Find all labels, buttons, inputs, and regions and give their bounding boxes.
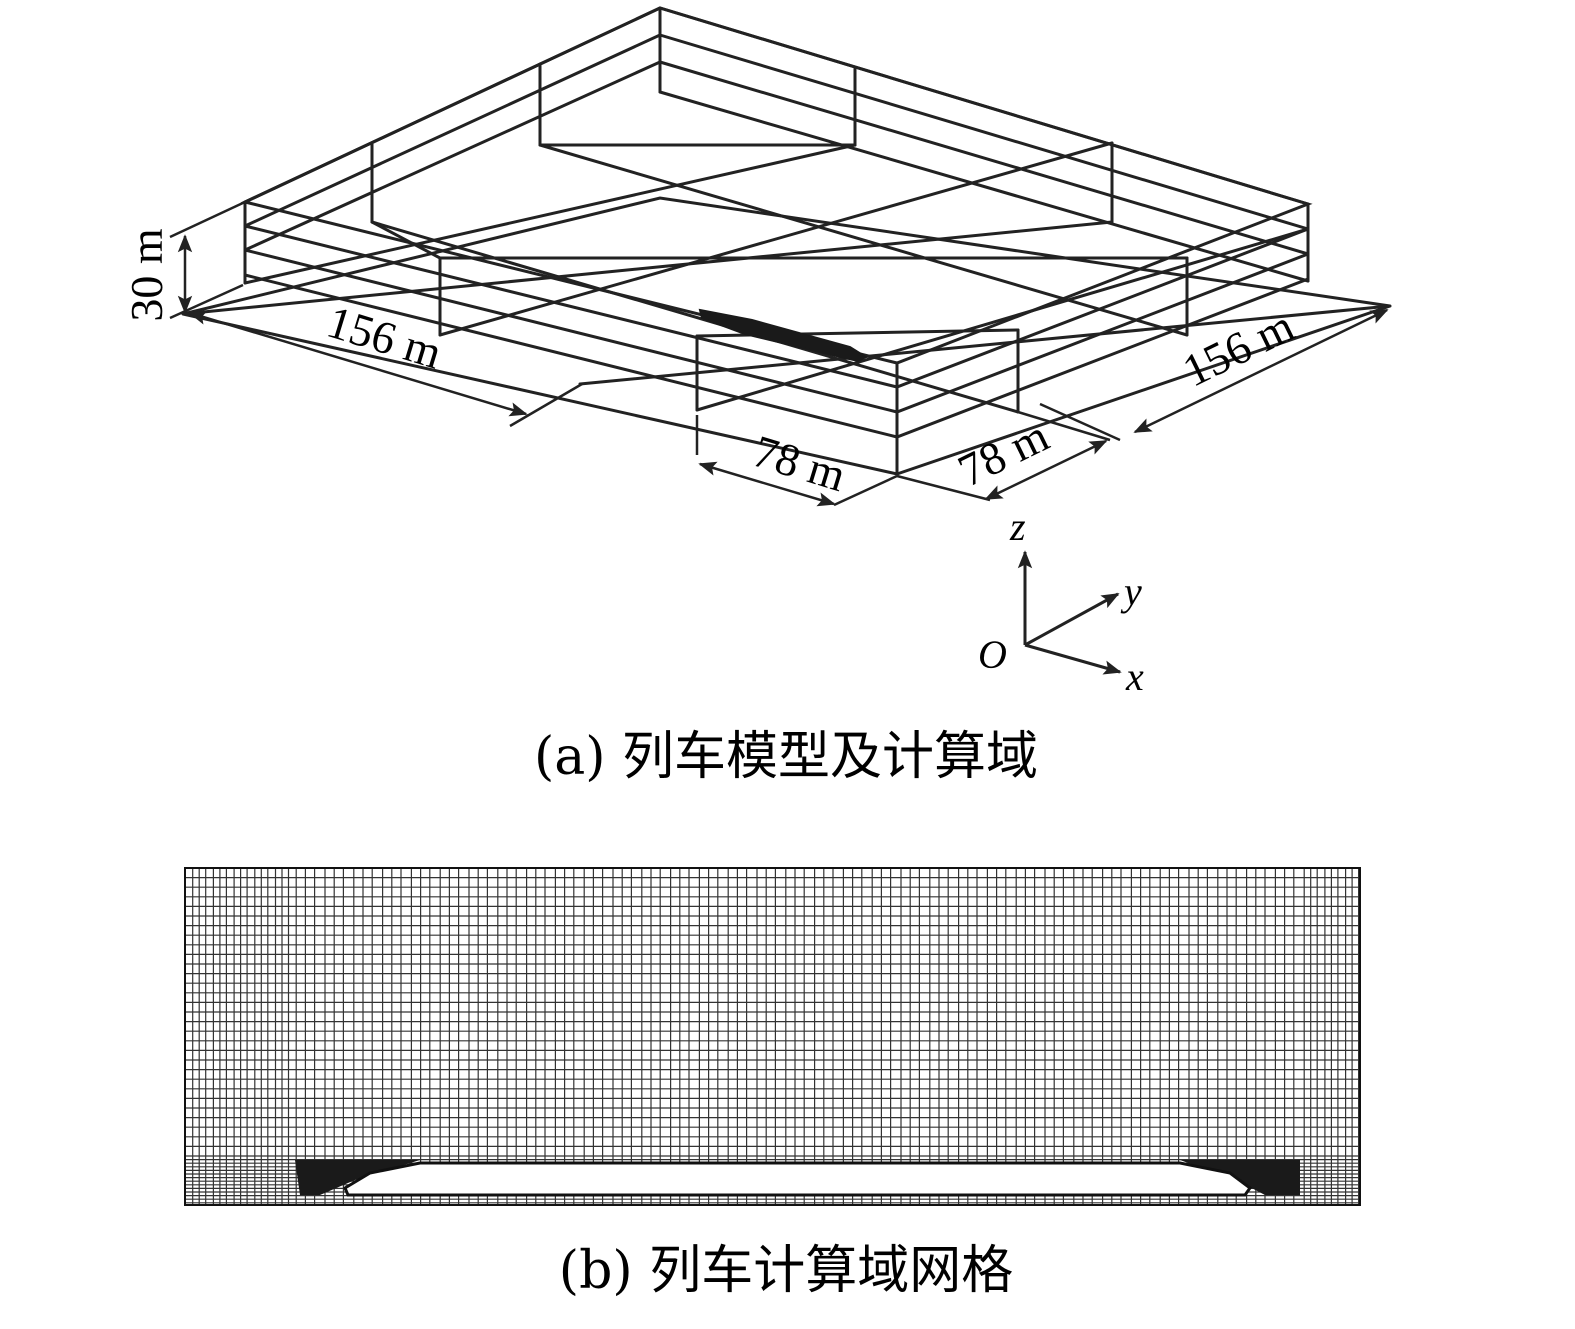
mesh-train-body (343, 1161, 1253, 1197)
y-axis (1024, 592, 1120, 647)
domain-top-face (240, 6, 1313, 365)
axis-y-label: y (1120, 569, 1142, 614)
dim-height-label: 30 m (121, 228, 172, 322)
caption-a: (a) 列车模型及计算域 (534, 727, 1038, 787)
axis-x-label: x (1125, 654, 1144, 699)
axis-z-label: z (1009, 504, 1026, 549)
x-axis (1024, 643, 1122, 675)
mesh-background (185, 868, 1360, 1205)
mesh-panel (184, 867, 1361, 1206)
caption-b: (b) 列车计算域网格 (559, 1241, 1013, 1301)
mesh-border (184, 867, 1361, 1206)
dimension-lines (169, 200, 1389, 507)
dim-front-width-label: 78 m (747, 425, 851, 501)
axis-origin-label: O (978, 632, 1007, 677)
coordinate-axes (1017, 550, 1122, 675)
domain-wireframe (181, 6, 1392, 476)
dim-side-width-label: 78 m (950, 410, 1056, 497)
train-model (698, 308, 869, 363)
